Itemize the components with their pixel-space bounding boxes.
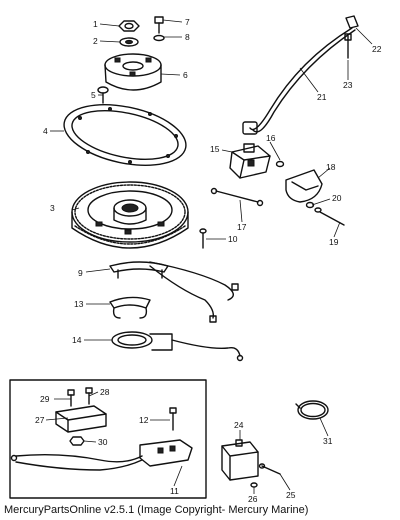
callout-10: 10 bbox=[228, 234, 238, 244]
ground-wire bbox=[210, 187, 264, 207]
callout-26: 26 bbox=[248, 494, 258, 504]
band-clamp-31 bbox=[295, 400, 329, 420]
callout-20: 20 bbox=[332, 193, 342, 203]
callout-22: 22 bbox=[372, 44, 382, 54]
callout-8: 8 bbox=[185, 32, 190, 42]
callout-4: 4 bbox=[43, 126, 48, 136]
callout-6: 6 bbox=[183, 70, 188, 80]
screw-10 bbox=[199, 228, 207, 249]
rectifier-24 bbox=[221, 439, 259, 481]
callout-2: 2 bbox=[93, 36, 98, 46]
callout-23: 23 bbox=[343, 80, 353, 90]
callout-24: 24 bbox=[234, 420, 244, 430]
coil-cover bbox=[285, 169, 323, 203]
ignition-coil bbox=[229, 143, 271, 179]
callout-19: 19 bbox=[329, 237, 339, 247]
callout-numbers: 1 2 3 4 5 6 7 8 9 10 11 12 13 14 15 16 1… bbox=[35, 17, 382, 504]
callout-12: 12 bbox=[139, 415, 149, 425]
leader-lines bbox=[45, 19, 373, 494]
screw-7 bbox=[154, 16, 164, 34]
callout-3: 3 bbox=[50, 203, 55, 213]
callout-16: 16 bbox=[266, 133, 276, 143]
callout-9: 9 bbox=[78, 268, 83, 278]
callout-15: 15 bbox=[210, 144, 220, 154]
inset-box bbox=[9, 379, 207, 499]
trigger-14 bbox=[111, 331, 244, 362]
callout-27: 27 bbox=[35, 415, 45, 425]
callout-31: 31 bbox=[323, 436, 333, 446]
callout-1: 1 bbox=[93, 19, 98, 29]
washer-16 bbox=[275, 160, 285, 168]
callout-30: 30 bbox=[98, 437, 108, 447]
flywheel-cup bbox=[104, 53, 162, 91]
callout-29: 29 bbox=[40, 394, 50, 404]
callout-13: 13 bbox=[74, 299, 84, 309]
callout-21: 21 bbox=[317, 92, 327, 102]
washer-8 bbox=[153, 34, 165, 42]
callout-5: 5 bbox=[91, 90, 96, 100]
callout-25: 25 bbox=[286, 490, 296, 500]
callout-18: 18 bbox=[326, 162, 336, 172]
clamp-13 bbox=[109, 296, 151, 319]
callout-14: 14 bbox=[72, 335, 82, 345]
flywheel-washer bbox=[119, 37, 139, 47]
washer-20 bbox=[305, 201, 315, 209]
stator-9 bbox=[109, 261, 239, 323]
copyright-footer: MercuryPartsOnline v2.5.1 (Image Copyrig… bbox=[4, 504, 309, 516]
screw-25 bbox=[258, 463, 281, 475]
nut-26 bbox=[250, 482, 258, 488]
callout-11: 11 bbox=[170, 486, 179, 496]
flywheel bbox=[71, 181, 189, 249]
callout-7: 7 bbox=[185, 17, 190, 27]
ring-plate bbox=[63, 104, 187, 166]
spark-plug-lead bbox=[242, 15, 359, 135]
callout-17: 17 bbox=[237, 222, 247, 232]
callout-28: 28 bbox=[100, 387, 110, 397]
flywheel-nut bbox=[118, 20, 140, 32]
